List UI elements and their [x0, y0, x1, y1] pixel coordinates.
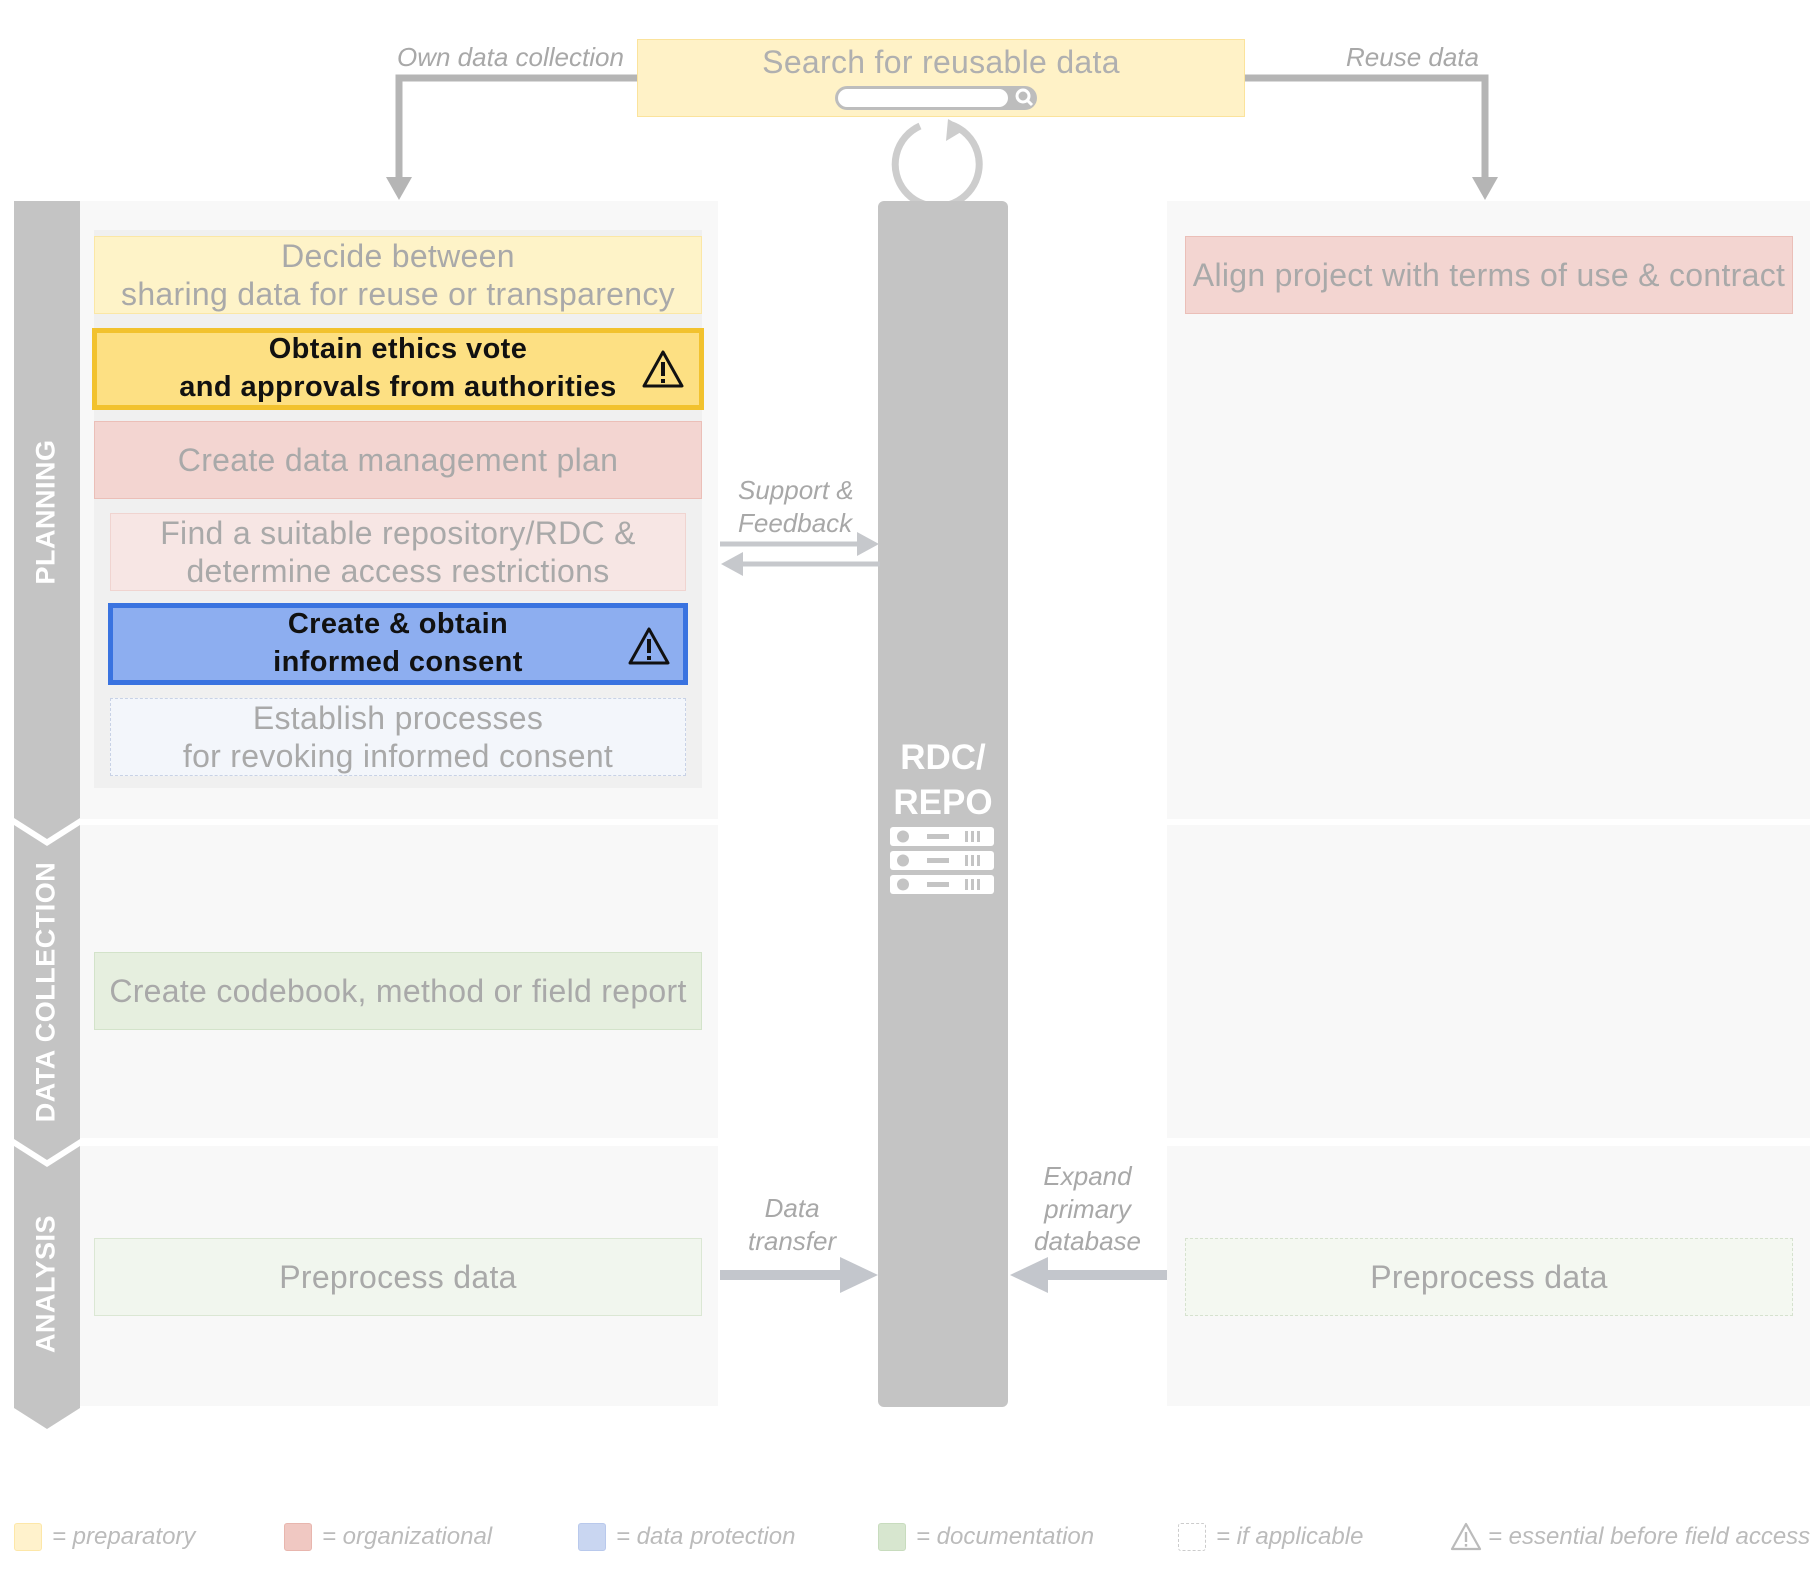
warning-triangle-icon	[628, 627, 670, 665]
preprocess-left-box[interactable]: Preprocess data	[94, 1238, 702, 1316]
phase-label-analysis: ANALYSIS	[30, 1214, 61, 1354]
phase-label-data-collection: DATA COLLECTION	[30, 861, 61, 1123]
search-reusable-data-box[interactable]: Search for reusable data	[637, 39, 1245, 117]
data-management-plan-box[interactable]: Create data management plan	[94, 421, 702, 499]
legend-swatch-data-protection	[578, 1523, 606, 1551]
legend-organizational: = organizational	[284, 1520, 492, 1554]
top-connector-arrows	[386, 74, 1498, 200]
support-feedback-arrows	[720, 532, 880, 576]
phase-label-planning: PLANNING	[30, 439, 61, 585]
legend-if-applicable: = if applicable	[1178, 1520, 1363, 1554]
reuse-data-label: Reuse data	[1346, 42, 1479, 72]
find-repository-box[interactable]: Find a suitable repository/RDC & determi…	[110, 513, 686, 591]
own-data-collection-label: Own data collection	[397, 42, 624, 72]
preprocess-right-box[interactable]: Preprocess data	[1185, 1238, 1793, 1316]
legend-documentation: = documentation	[878, 1520, 1094, 1554]
legend-swatch-organizational	[284, 1523, 312, 1551]
ethics-approval-label: Obtain ethics vote and approvals from au…	[179, 333, 617, 403]
informed-consent-box[interactable]: Create & obtain informed consent	[108, 603, 688, 685]
legend-swatch-if-applicable	[1178, 1523, 1206, 1551]
server-icon	[890, 827, 994, 894]
revoke-consent-box[interactable]: Establish processes for revoking informe…	[110, 698, 686, 776]
legend-preparatory: = preparatory	[14, 1520, 195, 1554]
legend-swatch-preparatory	[14, 1523, 42, 1551]
expand-database-label: Expand primary database	[1034, 1161, 1141, 1256]
search-bar-icon	[833, 83, 1043, 113]
data-transfer-label: Data transfer	[748, 1193, 837, 1256]
align-terms-box[interactable]: Align project with terms of use & contra…	[1185, 236, 1793, 314]
planning-inner-group	[94, 230, 702, 788]
legend-text-organizational: = organizational	[322, 1523, 493, 1550]
legend-text-data-protection: = data protection	[616, 1523, 796, 1550]
collection-panel-right	[1167, 825, 1810, 1138]
rdc-repo-column[interactable]	[878, 201, 1008, 1407]
decide-sharing-box[interactable]: Decide between sharing data for reuse or…	[94, 236, 702, 314]
legend-essential: = essential before field access	[1450, 1520, 1810, 1554]
legend-data-protection: = data protection	[578, 1520, 795, 1554]
expand-database-arrow	[1010, 1257, 1168, 1293]
search-title: Search for reusable data	[762, 44, 1120, 80]
informed-consent-label: Create & obtain informed consent	[273, 608, 523, 678]
legend-text-documentation: = documentation	[916, 1523, 1095, 1550]
legend-text-essential: = essential before field access	[1488, 1523, 1811, 1550]
codebook-box[interactable]: Create codebook, method or field report	[94, 952, 702, 1030]
support-feedback-label: Support & Feedback	[738, 475, 854, 538]
ethics-approval-box[interactable]: Obtain ethics vote and approvals from au…	[92, 328, 704, 410]
phase-bar	[14, 201, 80, 1429]
rdc-label-line2: REPO	[893, 783, 993, 822]
data-transfer-arrow	[720, 1257, 878, 1293]
legend-text-if-applicable: = if applicable	[1216, 1523, 1364, 1550]
legend-swatch-documentation	[878, 1523, 906, 1551]
rdc-label-line1: RDC/	[900, 738, 986, 777]
legend-text-preparatory: = preparatory	[52, 1523, 196, 1550]
refresh-cycle-icon	[891, 119, 983, 205]
warning-triangle-icon	[642, 350, 684, 388]
warning-triangle-icon	[1450, 1522, 1482, 1551]
